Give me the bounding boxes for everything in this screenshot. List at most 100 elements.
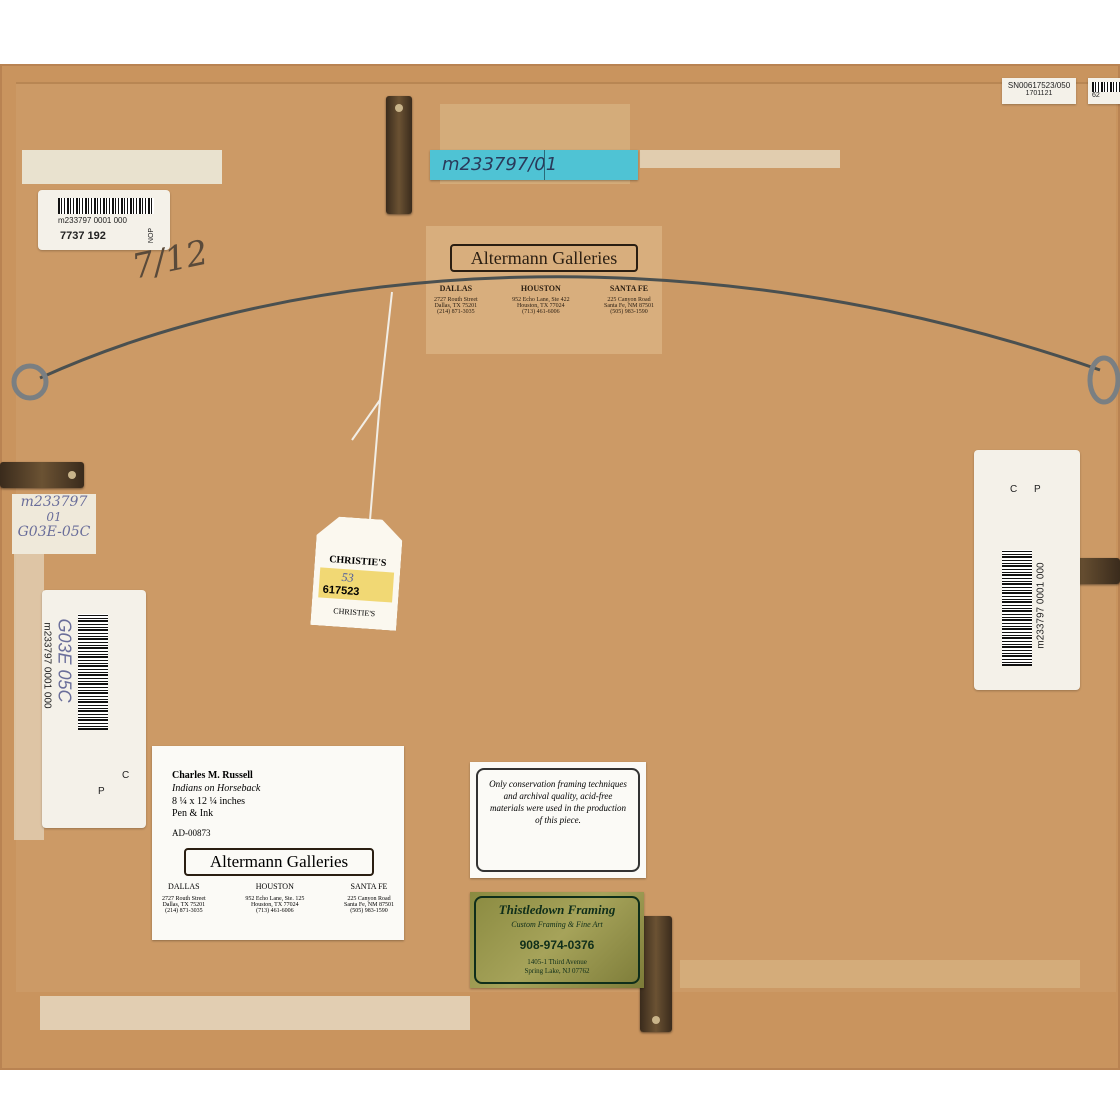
blue-label-divider bbox=[544, 150, 545, 180]
barcode-code: m233797 0001 000 bbox=[41, 622, 53, 709]
location-addr2: Santa Fe, NM 87501 bbox=[603, 303, 654, 309]
barcode-code: m233797 0001 000 bbox=[58, 216, 127, 225]
location-addr1: 225 Canyon Road bbox=[347, 896, 391, 902]
location-addr2: Houston, TX 77024 bbox=[516, 303, 565, 309]
location-phone: (713) 461-6006 bbox=[522, 309, 560, 315]
barcode bbox=[78, 614, 108, 730]
d-ring-right bbox=[1087, 355, 1120, 405]
location-city: HOUSTON bbox=[520, 284, 561, 293]
barcode bbox=[58, 198, 154, 214]
barcode-label-right: C P m233797 0001 000 bbox=[974, 450, 1080, 690]
barcode bbox=[1092, 82, 1120, 92]
inventory-label-top-right-2: 62 bbox=[1088, 78, 1120, 104]
location-santa-fe: SANTA FE 225 Canyon Road Santa Fe, NM 87… bbox=[344, 882, 394, 914]
conservation-card-border bbox=[476, 768, 640, 872]
location-addr2: Houston, TX 77024 bbox=[250, 902, 299, 908]
inventory-label-blue-text: m233797/01 bbox=[442, 154, 558, 175]
handwritten-line2: 01 bbox=[46, 510, 62, 524]
location-addr1: 952 Echo Lane, Ste. 125 bbox=[245, 896, 305, 902]
check-box-p: P bbox=[1034, 484, 1041, 495]
gallery-name: Altermann Galleries bbox=[209, 852, 349, 871]
thistledown-name: Thistledown Framing bbox=[498, 902, 616, 917]
string-tag bbox=[351, 291, 393, 521]
tag-footer: CHRISTIE'S bbox=[333, 606, 376, 619]
location-addr2: Dallas, TX 75201 bbox=[434, 303, 478, 309]
handwritten-label-left: m233797 01 G03E-05C bbox=[12, 494, 96, 554]
paper-strip-left bbox=[14, 520, 44, 840]
paper-strip-top bbox=[22, 150, 222, 184]
location-city: SANTA FE bbox=[350, 882, 388, 891]
inventory-label-blue: m233797/01 bbox=[430, 150, 638, 180]
screw bbox=[395, 104, 403, 112]
location-phone: (214) 871-3035 bbox=[165, 908, 203, 914]
frame-clip-bottom bbox=[640, 916, 672, 1032]
conservation-card: Only conservation framing techniques and… bbox=[470, 762, 646, 878]
barcode-code: m233797 0001 000 bbox=[1035, 562, 1047, 649]
location-santa-fe: SANTA FE 225 Canyon Road Santa Fe, NM 87… bbox=[604, 284, 654, 315]
altermann-label-top: Altermann Galleries DALLAS 2727 Routh St… bbox=[426, 226, 662, 354]
thistledown-framing-label: Thistledown Framing Custom Framing & Fin… bbox=[470, 892, 644, 988]
handwritten-line1: m233797 bbox=[20, 494, 88, 510]
artwork-size: 8 ¼ x 12 ¼ inches bbox=[172, 796, 246, 807]
check-box-p: P bbox=[98, 786, 105, 797]
location-addr2: Santa Fe, NM 87501 bbox=[343, 902, 394, 908]
location-addr1: 2727 Routh Street bbox=[434, 297, 478, 303]
frame-clip-top bbox=[386, 96, 412, 214]
inventory-label-line1: SN00617523/050 bbox=[1007, 81, 1071, 90]
thistledown-border bbox=[474, 896, 640, 984]
tag-lot: 53 bbox=[341, 569, 355, 585]
inventory-label-top-right: SN00617523/050 1701121 bbox=[1002, 78, 1076, 104]
location-houston: HOUSTON 952 Echo Lane, Ste. 125 Houston,… bbox=[245, 882, 304, 914]
artwork-medium: Pen & Ink bbox=[172, 808, 214, 819]
christies-tag: CHRISTIE'S 53 617523 CHRISTIE'S bbox=[310, 515, 403, 631]
inventory-label-line2: 1701121 bbox=[1025, 90, 1053, 97]
location-phone: (713) 461-6006 bbox=[256, 908, 294, 914]
location-city: SANTA FE bbox=[609, 284, 649, 293]
location-addr2: Dallas, TX 75201 bbox=[162, 902, 206, 908]
location-phone: (214) 871-3035 bbox=[437, 309, 475, 315]
handwritten-line3: G03E-05C bbox=[17, 524, 91, 540]
thistledown-addr1: 1405-1 Third Avenue bbox=[527, 958, 587, 966]
gallery-name-box: Altermann Galleries bbox=[450, 244, 638, 272]
location-houston: HOUSTON 952 Echo Lane, Ste 422 Houston, … bbox=[512, 284, 570, 315]
location-city: DALLAS bbox=[168, 882, 200, 891]
check-box-c: C bbox=[122, 770, 130, 781]
artist-name: Charles M. Russell bbox=[172, 770, 253, 781]
thistledown-phone: 908-974-0376 bbox=[519, 938, 595, 952]
barcode-handwriting: G03E 05C bbox=[54, 618, 75, 703]
location-phone: (505) 983-1590 bbox=[350, 908, 388, 914]
paper-strip-bottom bbox=[40, 996, 470, 1030]
location-addr1: 952 Echo Lane, Ste 422 bbox=[512, 297, 570, 303]
screw bbox=[68, 471, 76, 479]
gallery-name-box: Altermann Galleries bbox=[184, 848, 374, 876]
artwork-info-card: Charles M. Russell Indians on Horseback … bbox=[152, 746, 404, 940]
barcode bbox=[1002, 550, 1032, 666]
wire-line bbox=[39, 275, 1101, 380]
thistledown-addr2: Spring Lake, NJ 07762 bbox=[524, 967, 590, 975]
barcode-label-top-left: m233797 0001 000 7737 192 NOP bbox=[38, 190, 170, 250]
tape-bottom-right bbox=[680, 960, 1080, 988]
gallery-locations: DALLAS 2727 Routh Street Dallas, TX 7520… bbox=[434, 284, 654, 315]
paper-strip-top-right bbox=[640, 150, 840, 168]
location-city: DALLAS bbox=[439, 284, 473, 293]
location-dallas: DALLAS 2727 Routh Street Dallas, TX 7520… bbox=[162, 882, 206, 914]
location-addr1: 2727 Routh Street bbox=[162, 896, 206, 902]
thistledown-subtitle: Custom Framing & Fine Art bbox=[511, 920, 603, 929]
tag-lot-field: 53 617523 bbox=[318, 567, 394, 602]
barcode-label-left: m233797 0001 000 G03E 05C C P bbox=[42, 590, 146, 828]
check-box-c: C bbox=[1010, 484, 1018, 495]
artwork-title: Indians on Horseback bbox=[172, 783, 261, 794]
gallery-locations: DALLAS 2727 Routh Street Dallas, TX 7520… bbox=[162, 882, 394, 914]
conservation-text: Only conservation framing techniques and… bbox=[489, 779, 627, 825]
d-ring-left bbox=[11, 363, 49, 401]
tag-number: 617523 bbox=[322, 583, 360, 599]
screw bbox=[652, 1016, 660, 1024]
barcode-number: 7737 192 bbox=[60, 230, 106, 242]
location-phone: (505) 983-1590 bbox=[610, 309, 648, 315]
location-addr1: 225 Canyon Road bbox=[607, 297, 651, 303]
inventory-label-2-line1: 62 bbox=[1092, 92, 1100, 99]
artwork-ref: AD-00873 bbox=[172, 828, 211, 838]
location-city: HOUSTON bbox=[255, 882, 294, 891]
gallery-name: Altermann Galleries bbox=[470, 248, 618, 268]
